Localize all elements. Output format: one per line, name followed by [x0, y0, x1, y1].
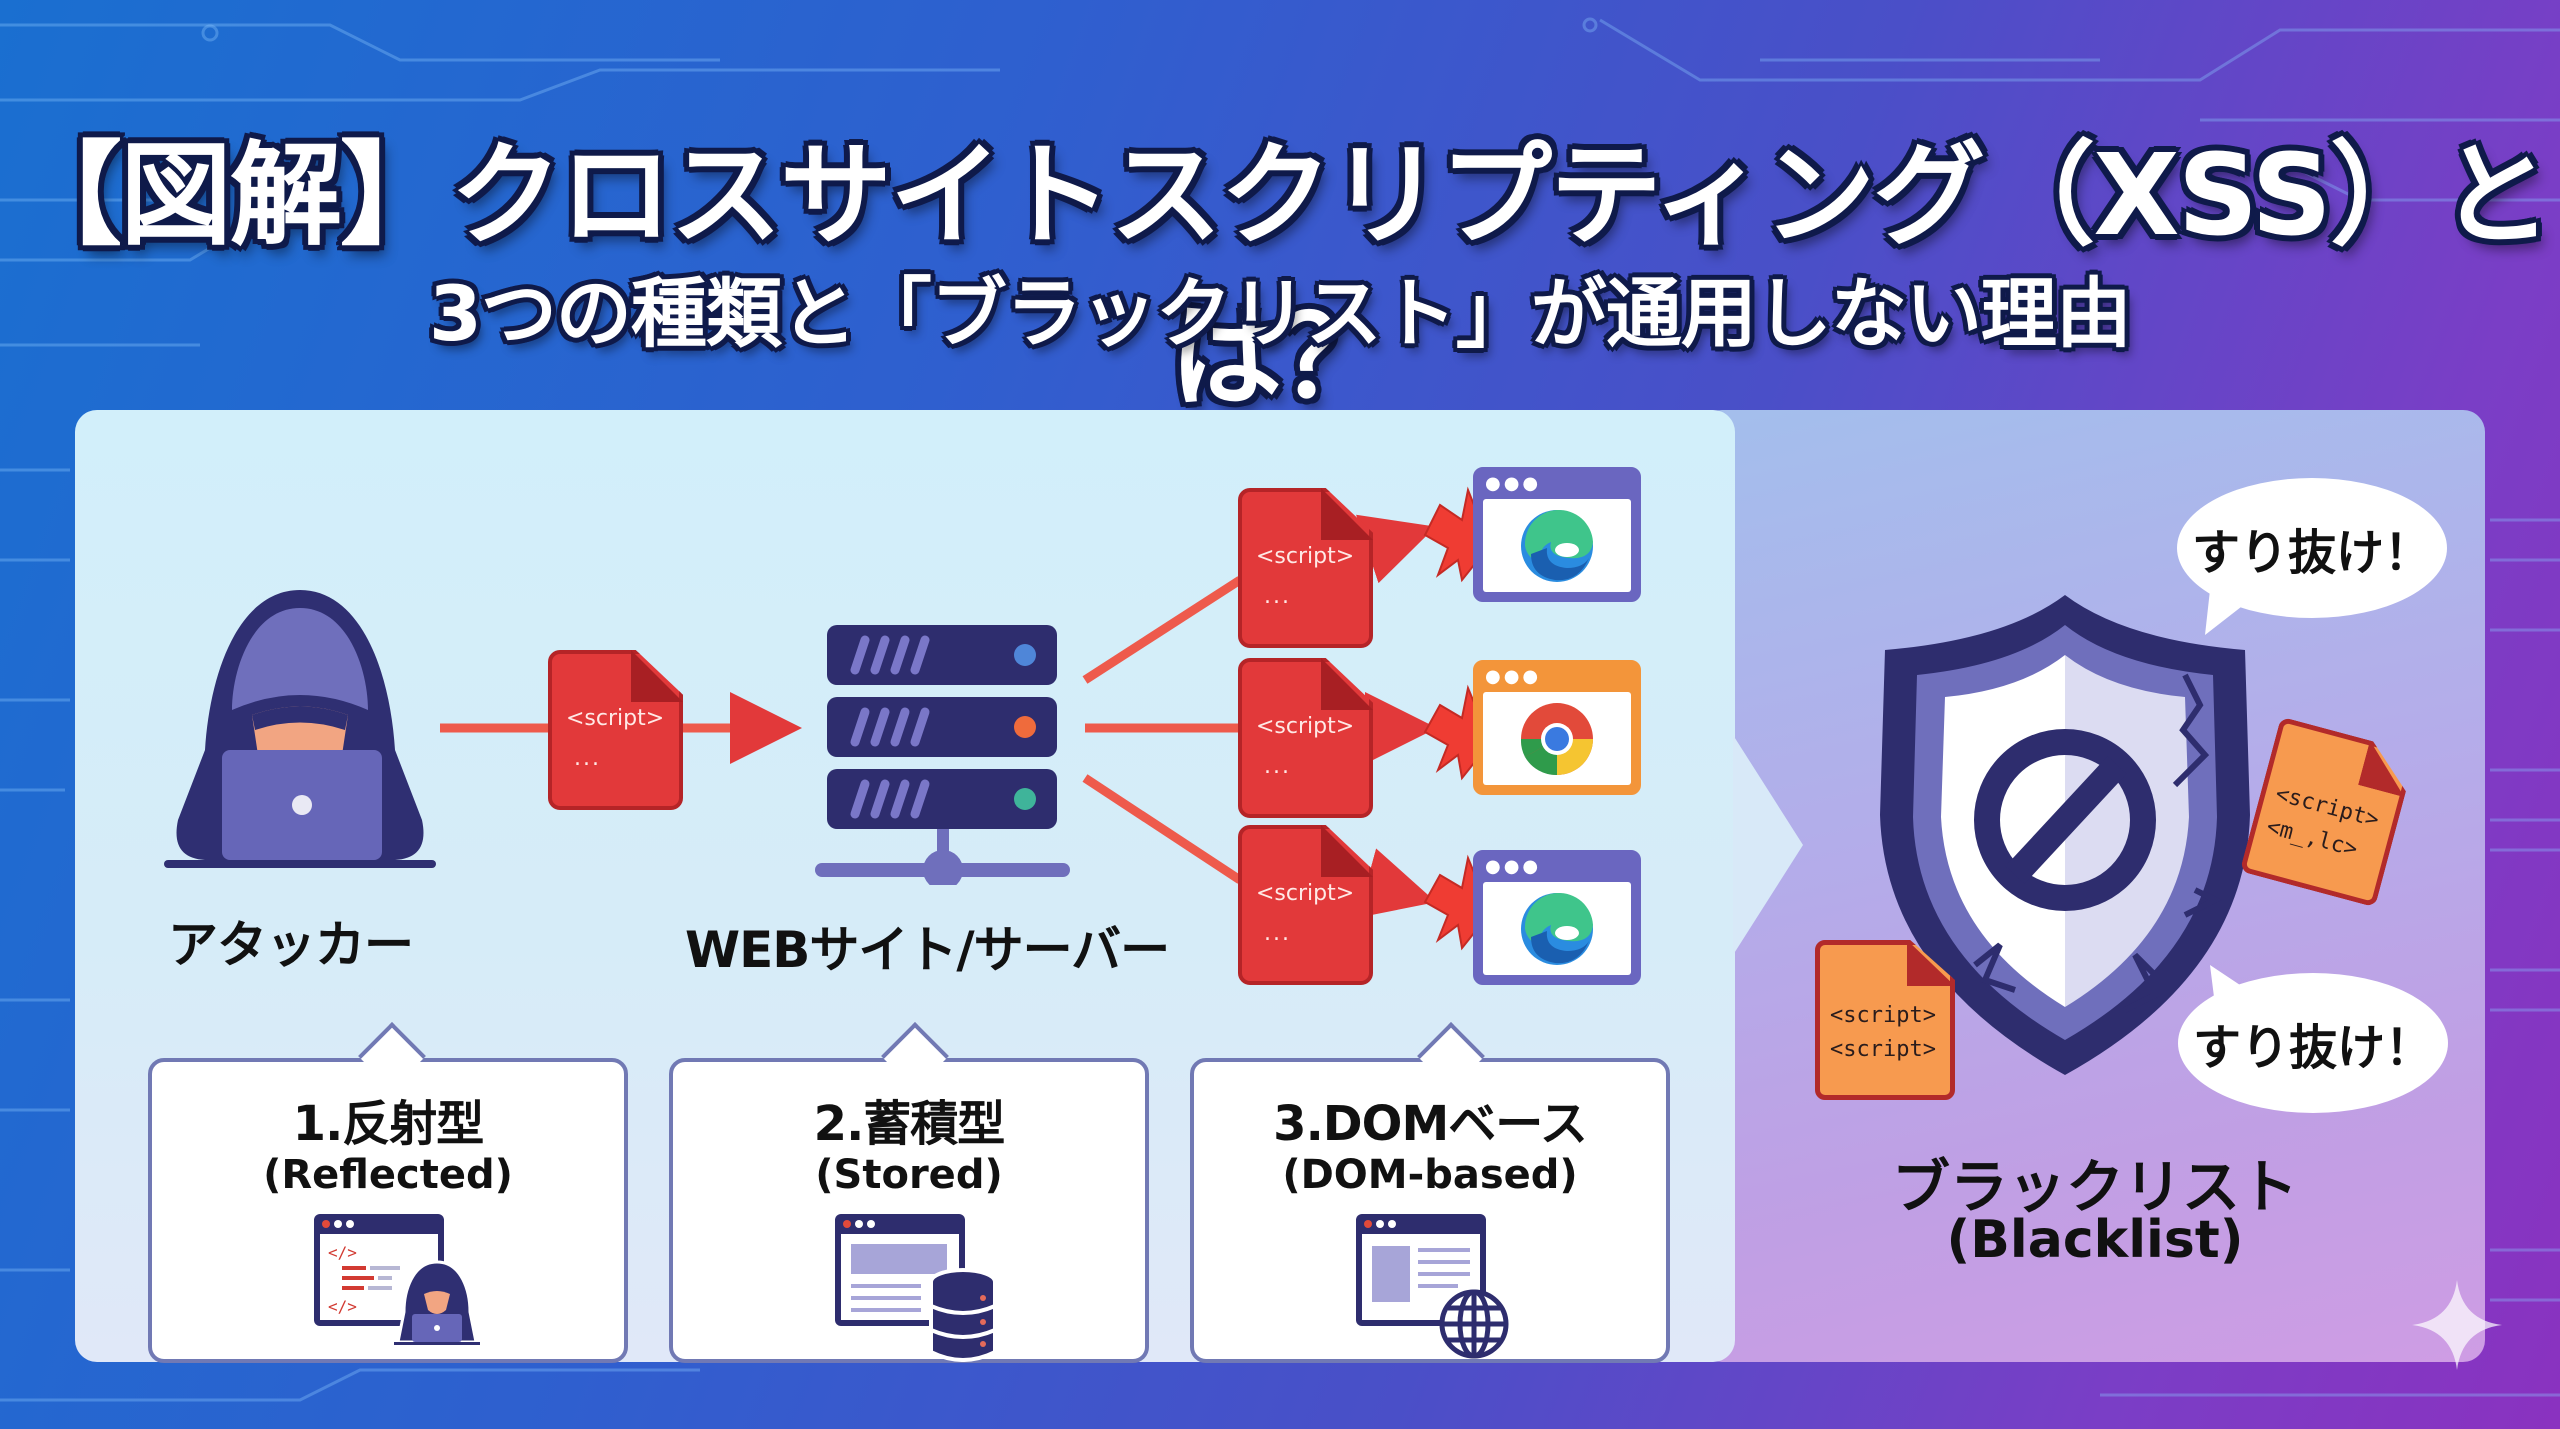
chrome-logo-icon [1520, 702, 1593, 775]
browser-globe-icon [1356, 1214, 1509, 1359]
bubble-text: すり抜け！ [2192, 1020, 2433, 1076]
panel-pointer [1733, 735, 1803, 955]
window-dots: ●●● [1485, 666, 1542, 687]
script-payload-doc: <script> ... [1238, 658, 1373, 818]
script-tag: <script> [1256, 881, 1355, 906]
browser-window-edge: ●●● [1473, 467, 1641, 602]
svg-text:</>: </> [328, 1297, 357, 1316]
card-title: 3.DOMベース [1273, 1096, 1588, 1152]
arrow-server-to-doc-1 [1082, 576, 1243, 684]
script-tag: <script> [1256, 544, 1355, 569]
script-tag: <script> [1256, 714, 1355, 739]
speech-bubble-top: すり抜け！ [2177, 478, 2447, 618]
browser-database-icon [835, 1214, 997, 1362]
card-subtitle: (DOM-based) [1282, 1152, 1578, 1198]
server-rack-icon [815, 625, 1070, 885]
browser-code-hacker-icon: </> </> [314, 1214, 480, 1345]
script-ellipsis: ... [574, 746, 601, 771]
cracked-shield-prohibited-icon [1880, 595, 2250, 1075]
server-label: WEBサイト/サーバー [685, 921, 1170, 979]
bubble-text: すり抜け！ [2191, 525, 2432, 581]
arrow-server-to-doc-3 [1082, 774, 1243, 884]
browser-window-edge: ●●● [1473, 850, 1641, 985]
browser-window-chrome: ●●● [1473, 660, 1641, 795]
xss-type-card-stored: 2.蓄積型 (Stored) [669, 1022, 1149, 1363]
edge-logo-icon [1521, 509, 1593, 582]
doc-line: <script> [1830, 1003, 1936, 1028]
window-dots: ●●● [1485, 856, 1542, 877]
card-subtitle: (Reflected) [263, 1152, 513, 1198]
page-title: 【図解】クロスサイトスクリプティング（XSS）とは？ [10, 131, 2552, 423]
hooded-hacker-laptop-icon [164, 590, 436, 868]
card-subtitle: (Stored) [815, 1152, 1003, 1198]
script-ellipsis: ... [1264, 584, 1291, 609]
doc-line: <script> [1830, 1037, 1936, 1062]
card-title: 2.蓄積型 [813, 1096, 1006, 1152]
script-ellipsis: ... [1264, 754, 1291, 779]
xss-type-card-reflected: 1.反射型 (Reflected) </> </> [148, 1022, 628, 1363]
xss-type-card-dom-based: 3.DOMベース (DOM-based) [1190, 1022, 1670, 1363]
script-tag: <script> [566, 706, 665, 731]
blacklist-title: ブラックリスト [1891, 1153, 2298, 1221]
sparkle-icon [2412, 1280, 2502, 1370]
edge-logo-icon [1521, 892, 1593, 965]
script-variant-doc: <script> <script> [1815, 940, 1955, 1100]
svg-text:</>: </> [328, 1243, 357, 1262]
blacklist-subtitle: (Blacklist) [1946, 1210, 2244, 1270]
attacker-label: アタッカー [168, 916, 414, 974]
window-dots: ●●● [1485, 473, 1542, 494]
script-ellipsis: ... [1264, 921, 1291, 946]
page-subtitle: 3つの種類と「ブラックリスト」が通用しない理由 [429, 269, 2132, 358]
card-title: 1.反射型 [292, 1096, 485, 1152]
